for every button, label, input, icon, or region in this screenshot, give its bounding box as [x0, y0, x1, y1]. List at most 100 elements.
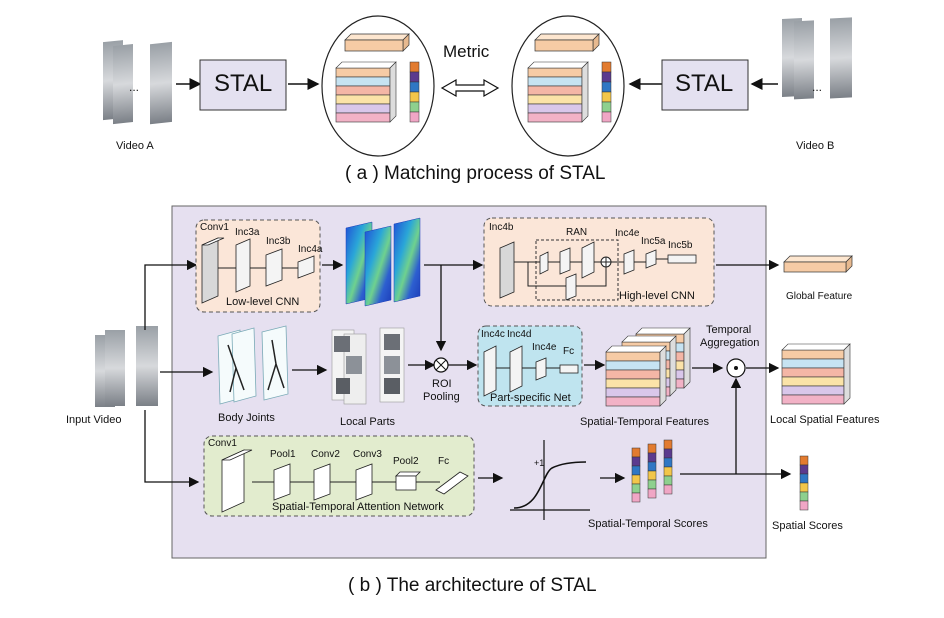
- left-score-cell: [409, 111, 420, 123]
- right-stack-stripe: [527, 76, 583, 87]
- st-score-col3-cell: [663, 475, 673, 486]
- left-stack-stripe: [335, 112, 391, 123]
- input-video-frames: [95, 326, 158, 407]
- st-features-label: Spatial-Temporal Features: [580, 416, 710, 428]
- local-parts-images: [331, 327, 405, 405]
- metric-label: Metric: [443, 42, 490, 61]
- right-score-cell: [601, 91, 612, 103]
- high-level-title: High-level CNN: [619, 290, 695, 302]
- local-spatial-stack-stripe: [781, 367, 845, 378]
- right-stack-stripe: [527, 112, 583, 123]
- video-b-ellipsis: ...: [812, 80, 823, 94]
- roi-pooling-node: [433, 357, 449, 373]
- video-a-frames: [103, 40, 172, 125]
- high-inc5b-label: Inc5b: [668, 240, 693, 251]
- roi-label-line1: ROI: [432, 378, 452, 390]
- st-score-col2-cell: [647, 470, 657, 481]
- left-score-cell: [409, 71, 420, 83]
- part-inc4d-label: Inc4d: [507, 329, 532, 340]
- global-feature-label: Global Feature: [786, 291, 853, 302]
- right-local-feature-stack: [527, 61, 589, 123]
- st-score-col1-cell: [631, 483, 641, 494]
- low-inc4a-label: Inc4a: [298, 244, 323, 255]
- right-stack-stripe: [527, 85, 583, 96]
- left-score-cell: [409, 61, 420, 73]
- st-stack-front-stripe: [605, 378, 661, 389]
- st-score-col3-cell: [663, 484, 673, 495]
- st-score-col1-cell: [631, 456, 641, 467]
- st-score-col3-cell: [663, 466, 673, 477]
- st-scores-label: Spatial-Temporal Scores: [588, 518, 708, 530]
- st-score-col2-cell: [647, 443, 657, 454]
- st-stack-mid-top: [621, 335, 677, 343]
- right-stack-stripe: [527, 67, 583, 78]
- right-score-column: [601, 61, 612, 123]
- st-score-col1-cell: [631, 465, 641, 476]
- temporal-agg-label-1: Temporal: [706, 324, 752, 336]
- att-conv1-label: Conv1: [208, 438, 237, 449]
- spatial-score-cell: [799, 473, 809, 484]
- left-stack-stripe: [335, 67, 391, 78]
- right-stack-top: [527, 61, 589, 69]
- st-stack-front-top: [605, 345, 667, 353]
- local-spatial-stack-top: [781, 343, 851, 351]
- st-score-col3-cell: [663, 439, 673, 450]
- high-inc4e-label: Inc4e: [615, 228, 640, 239]
- right-stack-side: [581, 61, 589, 123]
- local-spatial-stack-stripe: [781, 358, 845, 369]
- att-pool1-label: Pool1: [270, 449, 296, 460]
- st-stack-front-stripe: [605, 360, 661, 371]
- body-joints-label: Body Joints: [218, 412, 275, 424]
- spatial-score-cell: [799, 482, 809, 493]
- st-score-col2-cell: [647, 452, 657, 463]
- low-conv1-label: Conv1: [200, 222, 229, 233]
- right-score-cell: [601, 71, 612, 83]
- caption-a: ( a ) Matching process of STAL: [345, 163, 606, 184]
- part-net-layers: [483, 345, 579, 397]
- right-score-cell: [601, 61, 612, 73]
- att-fc-label: Fc: [438, 456, 450, 467]
- spatial-score-cell: [799, 500, 809, 511]
- sigmoid-plot: [510, 440, 590, 520]
- low-inc3a-label: Inc3a: [235, 227, 260, 238]
- st-stack-back-side: [683, 327, 691, 389]
- metric-arrow: [440, 78, 500, 98]
- left-stack-top: [335, 61, 397, 69]
- high-level-layers: [499, 239, 697, 301]
- attention-net-title: Spatial-Temporal Attention Network: [272, 501, 444, 513]
- local-spatial-features-label: Local Spatial Features: [770, 414, 880, 426]
- spatial-score-cell: [799, 455, 809, 466]
- stal-right-label: STAL: [675, 70, 734, 97]
- spatial-score-column: [799, 455, 809, 511]
- input-video-label: Input Video: [66, 414, 122, 426]
- roi-label-line2: Pooling: [423, 391, 460, 403]
- stal-left-box: [199, 59, 287, 111]
- spatial-score-cell: [799, 491, 809, 502]
- att-conv3-label: Conv3: [353, 449, 382, 460]
- part-a: [103, 15, 852, 157]
- st-stack-front-stripe: [605, 396, 661, 407]
- right-stack-stripe: [527, 94, 583, 105]
- video-b-frames: [782, 17, 852, 100]
- right-global-feature: [534, 33, 600, 52]
- left-stack-side: [389, 61, 397, 123]
- local-spatial-stack-stripe: [781, 376, 845, 387]
- high-inc4b-label: Inc4b: [489, 222, 514, 233]
- spatial-temporal-score-columns: [631, 439, 673, 503]
- st-score-col2-cell: [647, 479, 657, 490]
- att-pool2-label: Pool2: [393, 456, 419, 467]
- body-joints-images: [217, 325, 289, 405]
- st-stack-front-side: [659, 345, 667, 407]
- left-score-cell: [409, 81, 420, 93]
- feature-heatmaps: [345, 217, 421, 307]
- st-score-col2-cell: [647, 461, 657, 472]
- st-stack-front-stripe: [605, 387, 661, 398]
- st-score-col2-cell: [647, 488, 657, 499]
- left-score-cell: [409, 101, 420, 113]
- left-score-column: [409, 61, 420, 123]
- low-level-cnn-box: [195, 219, 321, 313]
- part-inc4e-label: Inc4e: [532, 342, 557, 353]
- left-score-cell: [409, 91, 420, 103]
- high-ran-label: RAN: [566, 227, 588, 238]
